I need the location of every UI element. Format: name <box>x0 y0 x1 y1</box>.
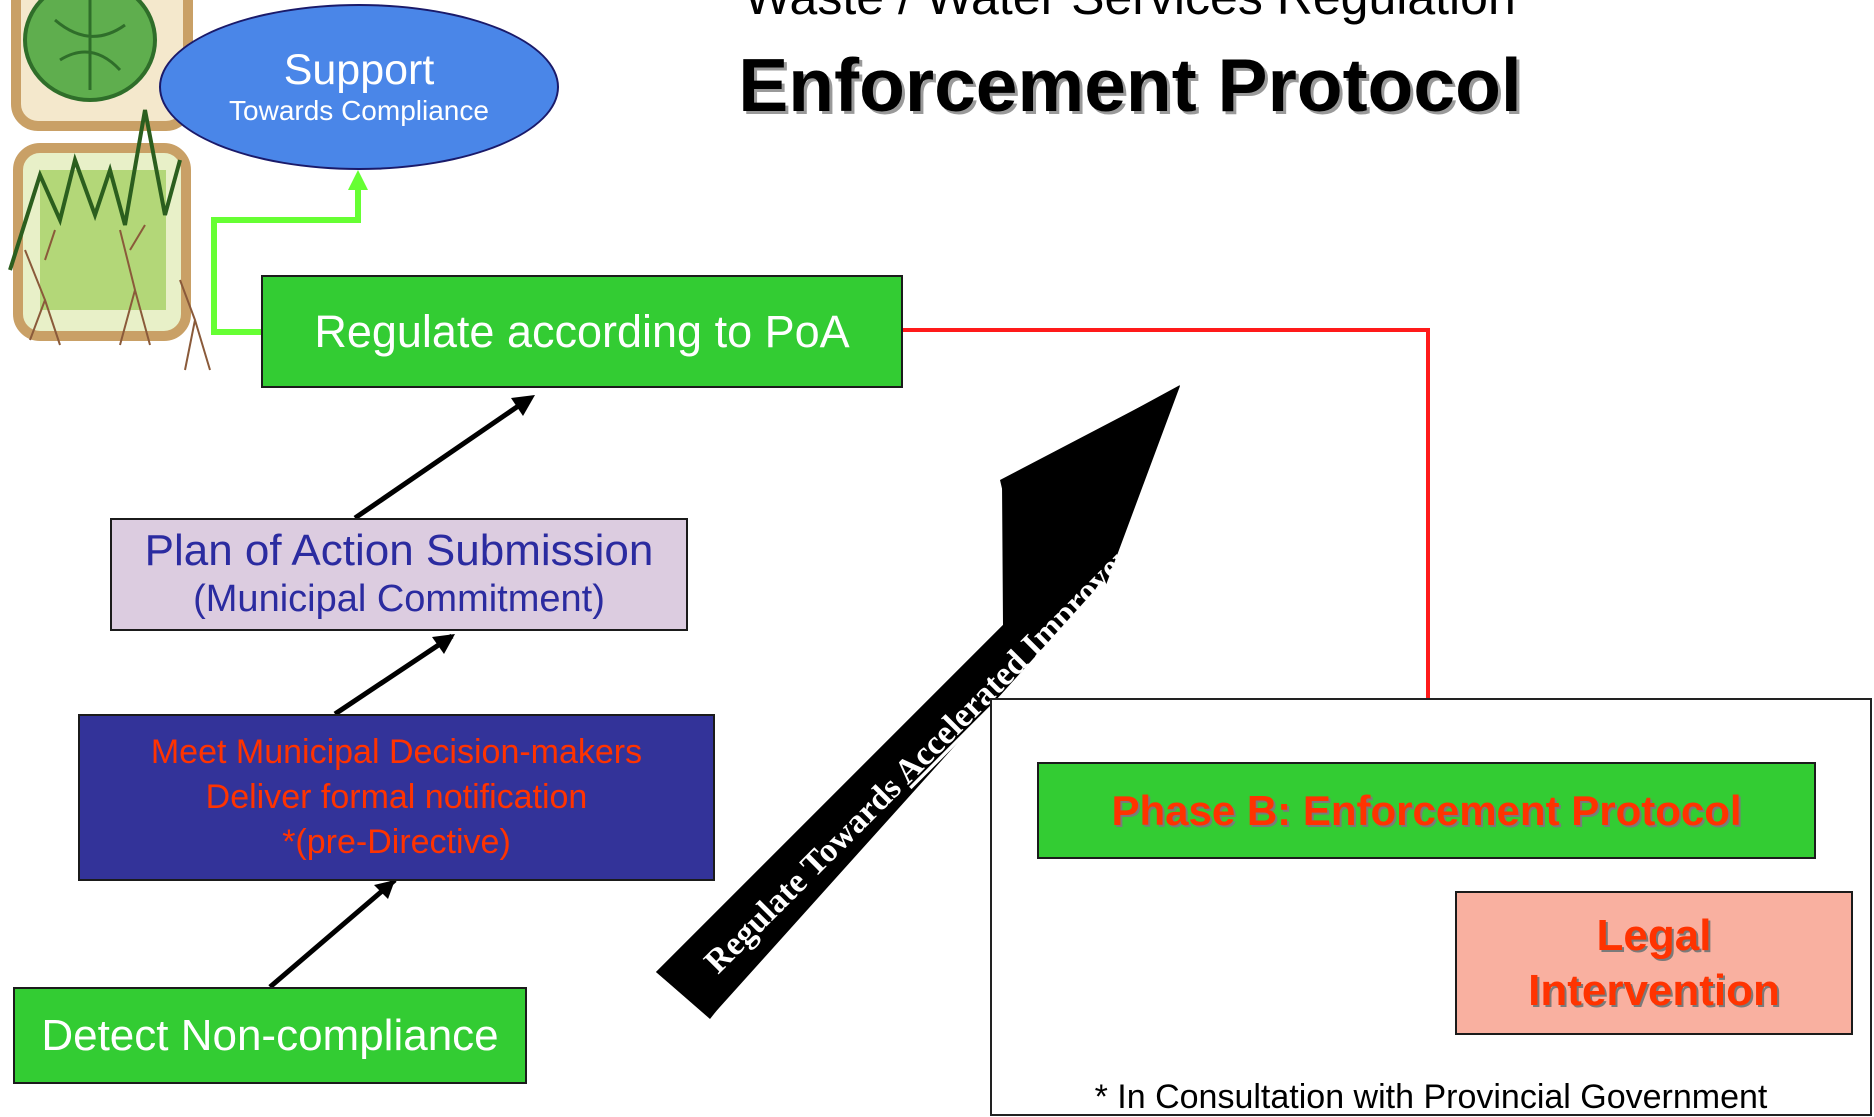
legal-line2: Intervention <box>1528 966 1780 1015</box>
phase-b-label: Phase B: Enforcement Protocol <box>1111 786 1742 834</box>
meet-line3: *(pre-Directive) <box>282 822 511 861</box>
support-label: Support <box>283 45 435 94</box>
plan-of-action-line1: Plan of Action Submission <box>144 526 654 576</box>
regulate-poa-box: Regulate according to PoA <box>261 275 903 388</box>
arrow-plan-to-regulate <box>353 395 532 521</box>
detect-noncompliance-box: Detect Non-compliance <box>13 987 527 1084</box>
support-ellipse: Support Towards Compliance <box>159 4 559 170</box>
arrow-detect-to-meet <box>268 878 397 989</box>
red-connector-regulate-to-phaseb <box>903 328 1430 748</box>
regulate-poa-label: Regulate according to PoA <box>314 305 850 357</box>
plan-of-action-line2: (Municipal Commitment) <box>193 578 605 620</box>
meet-decision-makers-box: Meet Municipal Decision-makers Deliver f… <box>78 714 715 881</box>
green-connector <box>211 185 361 335</box>
support-sublabel: Towards Compliance <box>229 94 489 126</box>
detect-noncompliance-label: Detect Non-compliance <box>41 1010 499 1060</box>
plan-of-action-box: Plan of Action Submission (Municipal Com… <box>110 518 688 631</box>
phase-b-box: Phase B: Enforcement Protocol <box>1037 762 1816 859</box>
footnote: * In Consultation with Provincial Govern… <box>1094 1078 1768 1116</box>
meet-line1: Meet Municipal Decision-makers <box>150 733 643 772</box>
legal-intervention-box: Legal Intervention <box>1455 891 1853 1035</box>
meet-line2: Deliver formal notification <box>205 778 588 817</box>
diagram-title-line1: Waste / Water Services Regulation <box>600 0 1660 22</box>
legal-line1: Legal <box>1596 911 1712 960</box>
arrow-meet-to-plan <box>333 633 454 717</box>
big-arrow-label-prefix: Regulate Towards <box>697 765 913 981</box>
diagram-title-line2: Enforcement Protocol <box>738 43 1522 127</box>
